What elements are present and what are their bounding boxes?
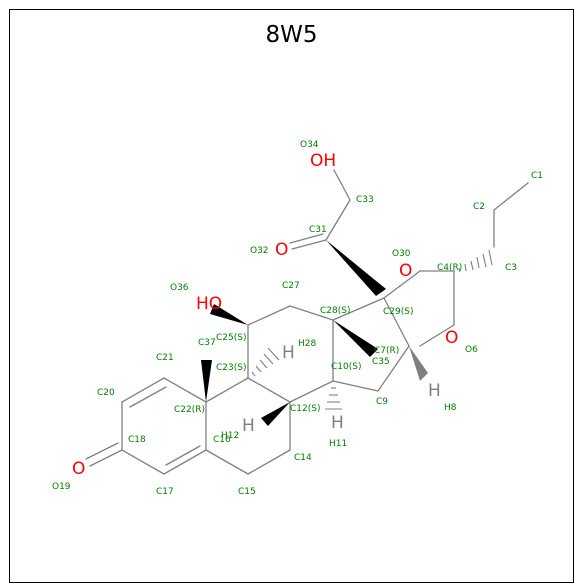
hash-c23-h-5	[267, 347, 280, 361]
wedge-c25-o36	[210, 304, 248, 325]
wedge-c22-c37	[201, 360, 212, 402]
bond-c18-o19	[89, 449, 123, 467]
diagram-frame	[9, 9, 574, 583]
molecule-title: 8W5	[265, 22, 318, 48]
wedge-c28-c35	[333, 320, 378, 357]
carbonyl-label-o32: O	[275, 240, 288, 260]
bond-c9-c10	[332, 380, 379, 392]
bond-c22-c21	[163, 377, 207, 403]
hash-c4-c3-6	[488, 249, 493, 266]
atom-label-o34: O34	[300, 140, 319, 150]
atom-label-c15: C15	[238, 487, 256, 497]
atom-label-c20: C20	[97, 388, 115, 398]
atom-label-c27: C27	[282, 281, 300, 291]
atom-label-c29: C29(S)	[383, 307, 413, 317]
atom-label-c21: C21	[156, 353, 174, 363]
bond-c18-o19-double	[85, 442, 119, 460]
hydrogen-label-h8: H	[428, 381, 441, 401]
bond-c28-c27	[289, 305, 334, 321]
bond-c1-c2	[493, 182, 529, 211]
atom-label-c12: C12(S)	[290, 404, 320, 414]
atom-label-c17: C17	[156, 487, 174, 497]
hash-c4-c3-5	[482, 253, 487, 268]
bond-c17-c16	[163, 449, 207, 475]
wedge-c7-h8	[409, 346, 428, 381]
hash-c23-h-1	[251, 371, 256, 377]
bond-c31-o32-double	[289, 233, 324, 244]
hydrogen-label-h12: H	[242, 416, 255, 436]
hydroxyl-label-o36: HO	[196, 294, 222, 314]
hash-c4-c3-4	[476, 256, 480, 269]
atom-label-h11: H11	[329, 439, 347, 449]
bond-c22-c23	[205, 377, 249, 403]
atom-label-h28: H28	[298, 339, 316, 349]
hash-c23-h-3	[259, 359, 268, 369]
atom-label-c10: C10(S)	[331, 362, 361, 372]
hydrogen-label-h11: H	[331, 413, 344, 433]
bond-o6-c7	[419, 324, 455, 347]
atom-label-c37: C37	[198, 338, 216, 348]
bond-c21-c20-double	[129, 386, 167, 408]
atom-label-c14: C14	[294, 453, 312, 463]
atom-label-c4: C4(R)	[437, 263, 462, 273]
hash-c4-c3-1	[458, 267, 461, 273]
hash-c4-c3-3	[470, 260, 474, 271]
atom-label-h8: H8	[444, 403, 457, 413]
atom-label-c23: C23(S)	[216, 363, 246, 373]
atom-label-c3: C3	[505, 263, 517, 273]
bond-c17-c16-double	[165, 445, 201, 466]
atom-label-c2: C2	[473, 202, 485, 212]
atom-label-o30: O30	[392, 249, 411, 259]
bond-o30-c29	[383, 270, 421, 299]
atom-label-c16: C16	[213, 435, 231, 445]
atom-label-h12: H12	[221, 431, 239, 441]
wedge-c12-h12	[261, 402, 290, 426]
bond-c14-c15	[247, 449, 291, 475]
bond-c12-c10	[289, 380, 334, 403]
atom-label-c22: C22(R)	[174, 405, 205, 415]
carbonyl-label-o19: O	[72, 459, 85, 479]
bond-c23-c12	[247, 377, 291, 403]
atom-label-c28: C28(S)	[320, 306, 350, 316]
atom-label-c25: C25(S)	[216, 333, 246, 343]
atom-label-c33: C33	[356, 195, 374, 205]
hash-c23-h-2	[255, 365, 262, 373]
atom-label-c31: C31	[309, 225, 327, 235]
atom-label-o36: O36	[170, 283, 189, 293]
atom-label-c35: C35	[372, 357, 390, 367]
bond-c33-o34	[333, 169, 351, 201]
bond-c18-c17	[121, 449, 165, 475]
atom-label-c7: C7(R)	[374, 346, 399, 356]
wedge-c29-c31	[326, 240, 386, 296]
atom-label-c1: C1	[531, 171, 543, 181]
atom-label-o32: O32	[250, 246, 269, 256]
hydrogen-label-h28: H	[282, 343, 295, 363]
bond-c29-c7	[383, 297, 410, 347]
atom-label-o19: O19	[52, 482, 71, 492]
bond-c15-c16	[205, 449, 249, 475]
hydroxyl-label-o34: OH	[310, 151, 336, 171]
ether-label-o30: O	[399, 261, 412, 281]
atom-label-c18: C18	[128, 435, 146, 445]
hash-c4-c3-2	[464, 263, 467, 272]
bond-c21-c20	[121, 377, 165, 403]
bond-c7-c9	[377, 345, 410, 392]
hash-c23-h-4	[263, 353, 274, 365]
bond-c27-c25	[247, 305, 291, 326]
atom-label-o6: O6	[465, 345, 478, 355]
bond-c31-o32	[291, 239, 327, 250]
ether-label-o6: O	[445, 328, 458, 348]
atom-label-c9: C9	[376, 397, 388, 407]
bond-c31-c33	[325, 199, 351, 241]
bond-c28-c29	[332, 297, 385, 321]
